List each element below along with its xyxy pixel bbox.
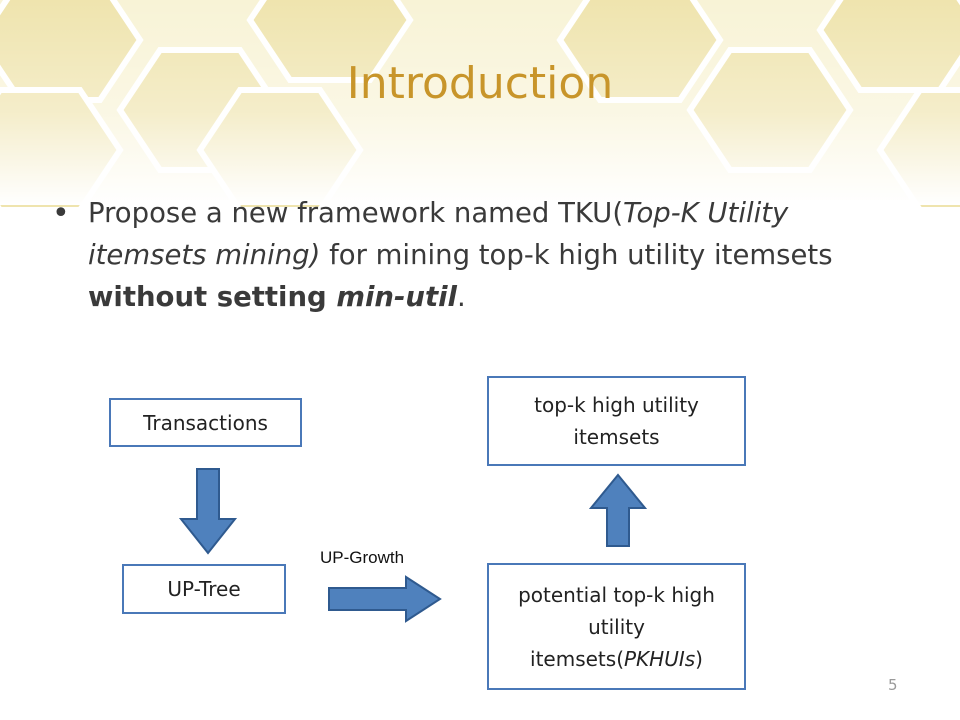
bullet-end: . (456, 281, 466, 313)
bullet-lead-italic: Top-K Utility itemsets mining) (88, 197, 789, 271)
bullet-marker: • (52, 196, 70, 231)
top-k-label: top-k high utility itemsets (534, 393, 699, 449)
up-tree-label: UP-Tree (167, 577, 241, 601)
up-arrow (588, 473, 648, 547)
bullet-bold: without setting (88, 281, 337, 313)
bullet-lead: Propose a new framework named TKU( (88, 197, 624, 229)
page-title: Introduction (346, 58, 614, 109)
bullet-middle: for mining top-k high utility itemsets (320, 239, 833, 271)
transactions-box: Transactions (109, 398, 302, 447)
down-arrow (178, 468, 238, 555)
potential-box: potential top-k high utility itemsets(PK… (487, 563, 746, 690)
bullet-bold-italic: min-util (336, 281, 457, 313)
top-k-box: top-k high utility itemsets (487, 376, 746, 466)
right-arrow (328, 575, 442, 623)
up-growth-label: UP-Growth (320, 548, 405, 567)
bullet-text: Propose a new framework named TKU(Top-K … (88, 192, 888, 318)
page-number: 5 (888, 676, 898, 694)
transactions-label: Transactions (143, 410, 268, 435)
up-tree-box: UP-Tree (122, 564, 286, 614)
potential-label: potential top-k high utility itemsets(PK… (518, 582, 715, 671)
potential-italic: PKHUIs (624, 646, 696, 671)
